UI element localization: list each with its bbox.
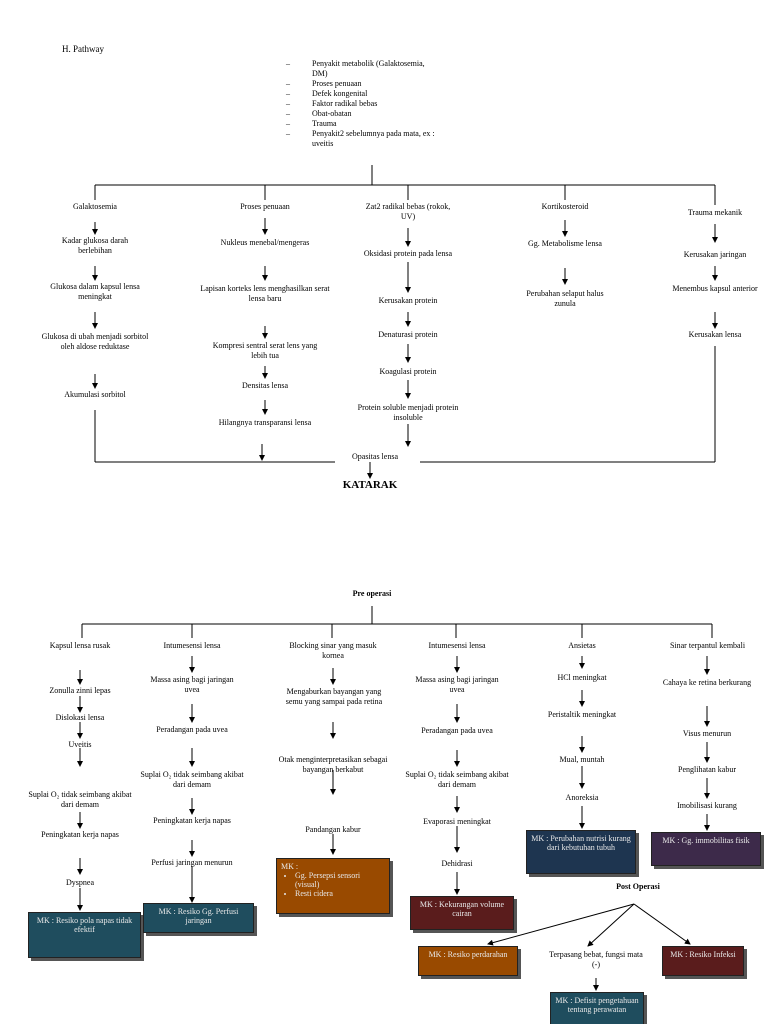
node-kerusakan-jaringan: Kerusakan jaringan — [683, 250, 747, 259]
node-penglihatan-kabur: Penglihatan kabur — [678, 765, 736, 774]
pre-operasi-title: Pre operasi — [352, 589, 392, 598]
node-zonulla: Zonulla zinni lepas — [49, 686, 111, 695]
mk-box-defisit-pengetahuan: MK : Defisit pengetahuan tentang perawat… — [550, 992, 644, 1024]
node-kerusakan-lensa: Kerusakan lensa — [688, 330, 742, 339]
node-anoreksia: Anoreksia — [565, 793, 599, 802]
node-menembus-kapsul: Menembus kapsul anterior — [672, 284, 758, 293]
list-item: –Defek kongenital — [286, 89, 368, 98]
post-operasi-title: Post Operasi — [616, 882, 660, 891]
list-item: –Obat-obatan — [286, 109, 352, 118]
node-dislokasi: Dislokasi lensa — [55, 713, 105, 722]
node-denaturasi: Denaturasi protein — [378, 330, 438, 339]
node-kerusakan-protein: Kerusakan protein — [378, 296, 438, 305]
node-peradangan-2: Peradangan pada uvea — [421, 726, 493, 735]
node-massa-asing-1: Massa asing bagi jaringan uvea — [150, 675, 234, 694]
node-proses-penuaan: Proses penuaan — [240, 202, 290, 211]
node-densitas: Densitas lensa — [242, 381, 288, 390]
node-mengaburkan: Mengaburkan bayangan yang semu yang samp… — [285, 687, 383, 706]
node-visus: Visus menurun — [682, 729, 732, 738]
node-dehidrasi: Dehidrasi — [441, 859, 473, 868]
node-kerja-napas-1: Peningkatan kerja napas — [41, 830, 119, 839]
mk-box-pola-napas: MK : Resiko pola napas tidak efektif — [28, 912, 141, 958]
node-akumulasi-sorbitol: Akumulasi sorbitol — [64, 390, 126, 399]
node-sorbitol: Glukosa di ubah menjadi sorbitol oleh al… — [41, 332, 149, 351]
node-hcl: HCl meningkat — [557, 673, 607, 682]
node-nukleus: Nukleus menebal/mengeras — [220, 238, 310, 247]
node-kortikosteroid: Kortikosteroid — [541, 202, 589, 211]
list-item: –Trauma — [286, 119, 337, 128]
node-suplai-o2-2: Suplai O₂ tidak seimbang akibat dari dem… — [140, 770, 244, 789]
node-peristaltik: Peristaltik meningkat — [547, 710, 617, 719]
node-suplai-o2-1: Suplai O₂ tidak seimbang akibat dari dem… — [28, 790, 132, 809]
node-protein-insoluble: Protein soluble menjadi protein insolubl… — [357, 403, 459, 422]
mk-box-list: Gg. Persepsi sensori (visual) Resti cide… — [281, 871, 385, 898]
list-item: –Proses penuaan — [286, 79, 362, 88]
node-galaktosemia: Galaktosemia — [73, 202, 117, 211]
node-radikal-bebas: Zat2 radikal bebas (rokok, UV) — [365, 202, 451, 221]
node-glukosa-kapsul: Glukosa dalam kapsul lensa meningkat — [50, 282, 140, 301]
mk-box-imobilitas: MK : Gg. immobilitas fisik — [651, 832, 761, 866]
mk-box-persepsi: MK : Gg. Persepsi sensori (visual) Resti… — [276, 858, 390, 914]
list-item: –Penyakit2 sebelumnya pada mata, ex : uv… — [286, 129, 435, 148]
node-intumesensi-2: Intumesensi lensa — [428, 641, 486, 650]
node-imobilisasi: Imobilisasi kurang — [677, 801, 737, 810]
node-evaporasi: Evaporasi meningkat — [423, 817, 491, 826]
node-suplai-o2-3: Suplai O₂ tidak seimbang akibat dari dem… — [405, 770, 509, 789]
section-title: H. Pathway — [62, 44, 104, 54]
list-item: –Penyakit metabolik (Galaktosemia, DM) — [286, 59, 425, 78]
mk-box-volume-cairan: MK : Kekurangan volume cairan — [410, 896, 514, 930]
node-trauma-mekanik: Trauma mekanik — [687, 208, 743, 217]
node-intumesensi-1: Intumesensi lensa — [163, 641, 221, 650]
node-transparansi: Hilangnya transparansi lensa — [218, 418, 312, 427]
node-katarak: KATARAK — [342, 479, 398, 491]
mk-box-perdarahan: MK : Resiko perdarahan — [418, 946, 518, 976]
node-uveitis: Uveitis — [68, 740, 92, 749]
node-opasitas-lensa: Opasitas lensa — [352, 452, 398, 461]
node-ansietas: Ansietas — [568, 641, 596, 650]
cause-list: –Penyakit metabolik (Galaktosemia, DM) –… — [286, 59, 442, 149]
list-item: Gg. Persepsi sensori (visual) — [295, 871, 385, 889]
mk-box-perfusi: MK : Resiko Gg. Perfusi jaringan — [143, 903, 254, 933]
node-metabolisme-lensa: Gg. Metabolisme lensa — [528, 239, 602, 248]
mk-box-infeksi: MK : Resiko Infeksi — [662, 946, 744, 976]
node-dyspnea: Dyspnea — [66, 878, 94, 887]
node-kompresi: Kompresi sentral serat lens yang lebih t… — [212, 341, 318, 360]
node-kadar-glukosa: Kadar glukosa darah berlebihan — [61, 236, 129, 255]
node-oksidasi: Oksidasi protein pada lensa — [363, 249, 453, 258]
node-massa-asing-2: Massa asing bagi jaringan uvea — [415, 675, 499, 694]
node-pandangan-kabur: Pandangan kabur — [305, 825, 361, 834]
mk-box-head: MK : — [281, 862, 299, 871]
list-item: –Faktor radikal bebas — [286, 99, 378, 108]
node-kapsul-rusak: Kapsul lensa rusak — [49, 641, 111, 650]
node-mual-muntah: Mual, muntah — [559, 755, 605, 764]
node-cahaya-retina: Cahaya ke retina berkurang — [662, 678, 752, 687]
list-item: Resti cidera — [295, 889, 385, 898]
node-terpasang-bebat: Terpasang bebat, fungsi mata (-) — [549, 950, 643, 969]
node-peradangan-1: Peradangan pada uvea — [156, 725, 228, 734]
node-blocking-sinar: Blocking sinar yang masuk kornea — [289, 641, 377, 660]
node-koagulasi: Koagulasi protein — [379, 367, 437, 376]
node-kerja-napas-2: Peningkatan kerja napas — [153, 816, 231, 825]
node-selaput-zunula: Perubahan selaput halus zunula — [526, 289, 604, 308]
node-perfusi: Perfusi jaringan menurun — [151, 858, 233, 867]
node-otak: Otak menginterpretasikan sebagai bayanga… — [278, 755, 388, 774]
mk-box-nutrisi: MK : Perubahan nutrisi kurang dari kebut… — [526, 830, 636, 874]
node-lapisan-korteks: Lapisan korteks lens menghasilkan serat … — [200, 284, 330, 303]
node-sinar-terpantul: Sinar terpantul kembali — [669, 641, 746, 650]
